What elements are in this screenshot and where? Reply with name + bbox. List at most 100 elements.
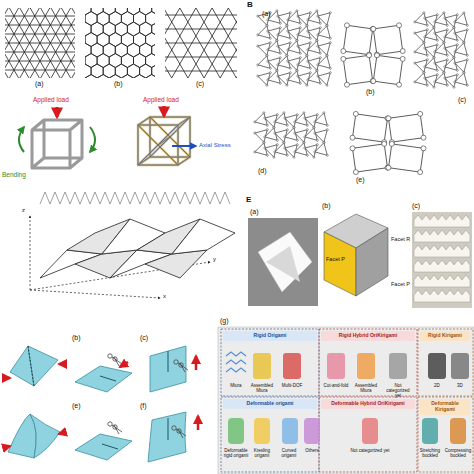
triangle-unit bbox=[445, 28, 458, 41]
hinge bbox=[299, 27, 301, 29]
group-frame bbox=[221, 397, 319, 472]
force-arrow bbox=[3, 446, 10, 448]
cut-line bbox=[102, 444, 118, 449]
hinge bbox=[370, 79, 375, 84]
category-icon-shape bbox=[282, 418, 298, 444]
hinge bbox=[423, 71, 425, 73]
hinge bbox=[287, 30, 289, 32]
hinge bbox=[423, 41, 425, 43]
force-arrow bbox=[59, 363, 66, 366]
triangle-unit bbox=[318, 73, 331, 86]
triangle-unit bbox=[315, 113, 328, 126]
hinge bbox=[397, 82, 402, 87]
triangle-unit bbox=[285, 145, 298, 158]
folded-paper bbox=[258, 232, 312, 292]
hinge bbox=[454, 81, 456, 83]
hinge bbox=[463, 71, 465, 73]
hinge bbox=[414, 81, 416, 83]
corrugated-paper bbox=[414, 290, 470, 302]
stress-label: Axial Stress bbox=[199, 142, 231, 149]
category-header: Rigid Kirigami bbox=[420, 331, 470, 341]
category-header: Rigid Hybrid OriKirigami bbox=[321, 331, 415, 341]
hinge bbox=[414, 32, 416, 34]
hinge bbox=[266, 25, 268, 27]
hinge bbox=[389, 141, 394, 146]
hinge bbox=[414, 21, 416, 23]
triangle-unit bbox=[298, 13, 311, 26]
hinge bbox=[414, 51, 416, 53]
hinge bbox=[421, 135, 426, 140]
load-arrow bbox=[163, 106, 166, 116]
category-icon-shape bbox=[362, 418, 378, 444]
hinge bbox=[306, 129, 308, 131]
triangle-unit bbox=[425, 15, 438, 28]
hinge bbox=[314, 132, 316, 134]
hinge bbox=[274, 132, 276, 134]
hinge bbox=[286, 124, 288, 126]
hinge bbox=[306, 124, 308, 126]
bending-arrow bbox=[19, 127, 24, 152]
header-text: Rigid Hybrid OriKirigami bbox=[324, 333, 412, 339]
hinge bbox=[444, 36, 446, 38]
triangle-unit bbox=[415, 73, 428, 86]
hinge bbox=[466, 24, 468, 26]
triangle-unit bbox=[285, 115, 298, 128]
panel-label: (b) bbox=[72, 334, 81, 342]
hinge bbox=[433, 56, 435, 58]
hinge bbox=[326, 124, 328, 126]
header-text: Deformable Hybrid OriKirigami bbox=[324, 401, 412, 407]
triangle-unit bbox=[255, 113, 267, 126]
hinge bbox=[453, 27, 455, 29]
category-icon-shape bbox=[304, 418, 320, 444]
hinge bbox=[309, 37, 311, 39]
category-icon bbox=[357, 353, 375, 379]
panel-label: (e) bbox=[72, 402, 81, 410]
hinge bbox=[289, 72, 291, 74]
hinge bbox=[329, 72, 331, 74]
curved-sheet bbox=[30, 414, 60, 458]
hinge bbox=[466, 84, 468, 86]
hinge bbox=[304, 117, 306, 119]
hinge bbox=[426, 24, 428, 26]
facet-label: Facet P bbox=[326, 256, 345, 262]
triangle-unit bbox=[288, 11, 301, 23]
triangle-unit bbox=[415, 13, 428, 25]
axis bbox=[30, 290, 160, 298]
hinge bbox=[309, 12, 311, 14]
triangle-unit bbox=[268, 71, 281, 84]
category-header: Deformable origami bbox=[223, 399, 317, 409]
folded-paper bbox=[266, 246, 300, 282]
hinge bbox=[424, 36, 426, 38]
hinge bbox=[374, 53, 379, 58]
facet bbox=[356, 228, 388, 296]
hinge bbox=[276, 10, 278, 12]
hinge bbox=[309, 42, 311, 44]
hinge bbox=[299, 22, 301, 24]
hinge bbox=[326, 84, 328, 86]
hinge bbox=[350, 135, 355, 140]
hinge bbox=[267, 19, 269, 21]
hinge bbox=[257, 45, 259, 47]
hinge bbox=[326, 129, 328, 131]
category-icon-shape bbox=[253, 353, 271, 379]
hinge bbox=[289, 37, 291, 39]
panel-ground bbox=[218, 327, 474, 474]
bending-arrow bbox=[90, 127, 95, 152]
hinge bbox=[307, 19, 309, 21]
triangle-unit bbox=[298, 43, 311, 56]
triangle-unit bbox=[455, 73, 468, 86]
hinge bbox=[276, 144, 278, 146]
facet bbox=[324, 232, 356, 296]
hinge bbox=[446, 24, 448, 26]
hinge bbox=[316, 10, 318, 12]
hinge bbox=[316, 139, 318, 141]
category-header: Deformable Kirigami bbox=[420, 399, 470, 415]
axis bbox=[30, 216, 31, 290]
header-text: Deformable Kirigami bbox=[423, 401, 467, 413]
hinge bbox=[434, 81, 436, 83]
category-icon bbox=[327, 353, 345, 379]
hinge bbox=[353, 111, 358, 116]
group-frame bbox=[418, 397, 473, 472]
hinge bbox=[307, 49, 309, 51]
triangle-unit bbox=[435, 60, 448, 72]
